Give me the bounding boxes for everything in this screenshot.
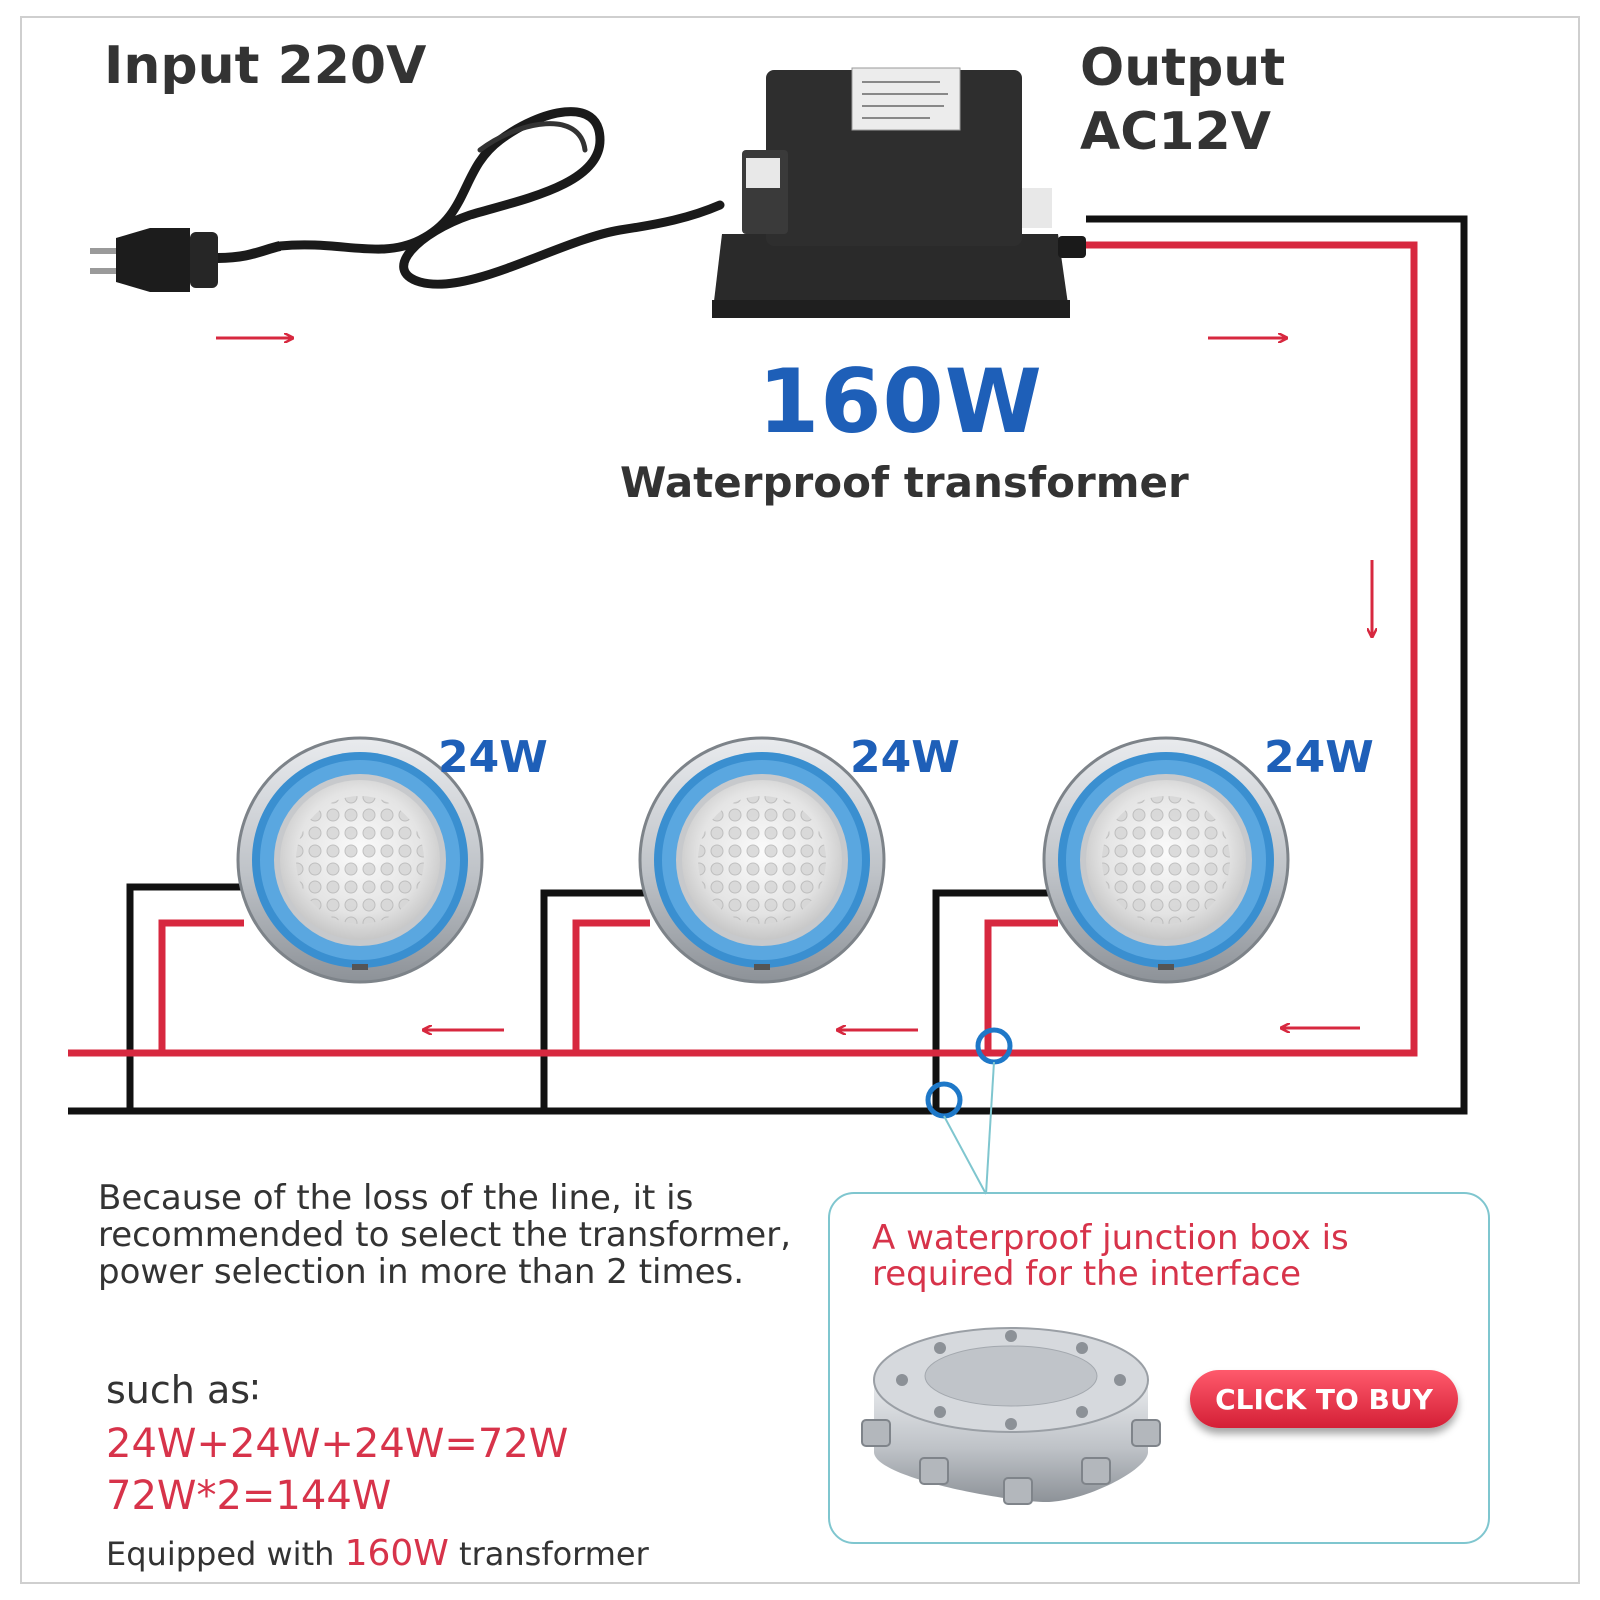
output-label-line1: Output	[1080, 38, 1286, 98]
transformer-icon	[712, 67, 1086, 318]
junction-markers	[925, 1027, 1013, 1119]
output-voltage-label: Output AC12V	[1080, 36, 1285, 164]
click-to-buy-button[interactable]: CLICK TO BUY	[1190, 1370, 1458, 1428]
pool-lamp-3	[1042, 736, 1290, 984]
junction-box-icon	[861, 1327, 1161, 1505]
equipped-suffix: transformer	[459, 1535, 649, 1573]
flow-arrows	[216, 338, 1372, 1030]
sum-equation: 24W+24W+24W=72W	[106, 1421, 569, 1467]
callout-lines	[943, 1061, 995, 1195]
input-voltage-label: Input 220V	[104, 36, 427, 96]
double-equation: 72W*2=144W	[106, 1473, 392, 1519]
transformer-wattage: 160W	[758, 350, 1043, 453]
power-cord	[275, 107, 725, 289]
equipped-line: Equipped with 160W transformer	[106, 1533, 649, 1574]
lamp-2-wattage: 24W	[850, 732, 960, 783]
equipped-wattage: 160W	[344, 1533, 449, 1574]
transformer-label: Waterproof transformer	[620, 458, 1189, 507]
lamp-3-wattage: 24W	[1264, 732, 1374, 783]
junction-box-card	[828, 1192, 1490, 1544]
wire-red	[68, 241, 1418, 1057]
equipped-prefix: Equipped with	[106, 1535, 335, 1573]
pool-lamp-2	[638, 736, 886, 984]
junction-marker-red	[975, 1027, 1013, 1065]
lamp-1-wattage: 24W	[438, 732, 548, 783]
loss-note: Because of the loss of the line, it is r…	[98, 1178, 791, 1292]
wire-black	[68, 215, 1468, 1115]
output-label-line2: AC12V	[1080, 102, 1272, 162]
pool-lamp-1	[236, 736, 484, 984]
outer-frame	[20, 16, 1580, 1584]
junction-box-title: A waterproof junction box is required fo…	[872, 1218, 1349, 1294]
such-as-label: such as∶	[106, 1368, 260, 1412]
power-plug-icon	[90, 228, 282, 292]
